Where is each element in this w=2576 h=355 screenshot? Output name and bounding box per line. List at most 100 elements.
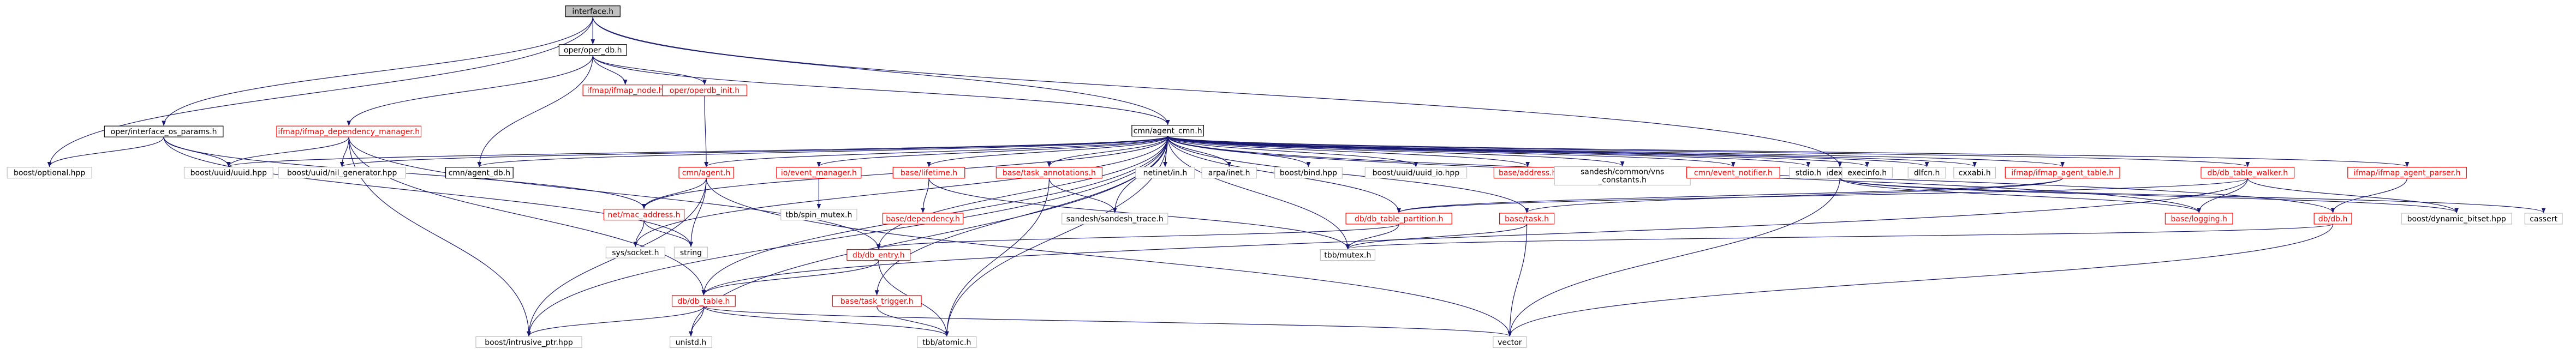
edge-agent_h-to-string: [689, 178, 707, 248]
node-tbb-spin-mutex-h: tbb/spin_mutex.h: [780, 208, 857, 221]
node-ifmap-agent-table-h[interactable]: ifmap/ifmap_agent_table.h: [2005, 167, 2120, 179]
node-net-mac-address-h[interactable]: net/mac_address.h: [603, 208, 685, 221]
node-label: base/task_trigger.h: [840, 297, 914, 306]
node-base-logging-h[interactable]: base/logging.h: [2164, 213, 2233, 225]
edge-agent_cmn_h-to-boost_uuid_uuid_io_hpp: [1167, 136, 1418, 167]
node-db-entry-h[interactable]: db/db_entry.h: [846, 249, 911, 261]
edges-layer: [47, 16, 2546, 337]
node-label: tbb/mutex.h: [1324, 251, 1371, 260]
node-db-table-partition-h[interactable]: db/db_table_partition.h: [1345, 213, 1452, 225]
node-box: [2164, 213, 2233, 225]
node-agent-db-h[interactable]: cmn/agent_db.h: [445, 167, 514, 179]
node-label: ifmap/ifmap_agent_parser.h: [2354, 169, 2461, 178]
edge-base_task_annotations_h-to-sandesh_trace_h: [1048, 178, 1117, 213]
edge-agent_cmn_h-to-base_task_annotations_h: [1047, 136, 1168, 167]
node-base-task-h[interactable]: base/task.h: [1499, 213, 1555, 225]
node-label: boost/uuid/nil_generator.hpp: [287, 169, 397, 178]
node-event-manager-h[interactable]: io/event_manager.h: [776, 167, 862, 179]
node-sandesh-vns-constants-h: sandesh/common/vns_constants.h: [1554, 166, 1691, 186]
node-base-task-annotations-h[interactable]: base/task_annotations.h: [995, 167, 1103, 179]
edge-agent_cmn_h-to-boost_uuid_uuid_hpp: [226, 136, 1168, 167]
node-cassert: cassert: [2524, 213, 2563, 225]
node-oper-db-h[interactable]: oper/oper_db.h: [558, 44, 627, 56]
edge-ifmap_agent_parser_h-to-db_db_h: [2330, 178, 2408, 213]
edge-db_entry_h-to-db_table_h: [701, 260, 879, 296]
edge-db_table_walker_h-to-db_table_partition_h: [1397, 178, 2248, 213]
node-boost-uuid-uuid-hpp: boost/uuid/uuid.hpp: [183, 167, 273, 179]
node-label: cassert: [2530, 215, 2557, 224]
node-ifmap-agent-parser-h[interactable]: ifmap/ifmap_agent_parser.h: [2347, 167, 2467, 179]
edge-agent_cmn_h-to-arpa_inet_h: [1167, 136, 1231, 167]
edge-agent_cmn_h-to-agent_db_h: [477, 136, 1168, 167]
node-box: [603, 208, 685, 221]
node-label: string: [680, 249, 702, 257]
node-box: [1493, 336, 1527, 348]
edge-oper_db_h-to-operdb_init_h: [592, 55, 707, 85]
edge-agent_cmn_h-to-base_address_h: [1167, 136, 1530, 167]
node-agent-h[interactable]: cmn/agent.h: [678, 167, 734, 179]
node-box: [670, 336, 712, 348]
node-label: ifmap/ifmap_agent_table.h: [2011, 169, 2114, 178]
node-arpa-inet-h: arpa/inet.h: [1201, 167, 1257, 179]
node-box: [1953, 167, 1996, 179]
node-tbb-mutex-h: tbb/mutex.h: [1320, 249, 1376, 261]
node-db-table-walker-h[interactable]: db/db_table_walker.h: [2201, 167, 2295, 179]
node-label: stdio.h: [1796, 169, 1821, 178]
edge-db_table_walker_h-to-base_logging_h: [2197, 178, 2248, 213]
node-label: db/db.h: [2318, 215, 2348, 224]
node-operdb-init-h[interactable]: oper/operdb_init.h: [661, 85, 748, 97]
node-ifmap-dependency-manager-h[interactable]: ifmap/ifmap_dependency_manager.h: [276, 125, 422, 137]
node-box: [2347, 167, 2467, 179]
edge-ifmap_agent_table_h-to-base_task_h: [1525, 178, 2063, 213]
edge-base_lifetime_h-to-base_dependency_h: [921, 178, 929, 213]
edge-db_db_h-to-vector: [1507, 224, 2334, 337]
edge-db_table_h-to-vector: [703, 306, 1512, 337]
node-box: [1907, 167, 1946, 179]
node-box: [1201, 167, 1257, 179]
edge-ifmap_dependency_manager_h-to-boost_uuid_nil_generator_hpp: [339, 137, 349, 167]
node-base-dependency-h[interactable]: base/dependency.h: [882, 213, 964, 225]
edge-oper_db_h-to-agent_db_h: [477, 55, 593, 167]
node-event-notifier-h[interactable]: cmn/event_notifier.h: [1686, 167, 1780, 179]
node-agent-cmn-h[interactable]: cmn/agent_cmn.h: [1131, 125, 1204, 137]
node-label: vector: [1498, 338, 1522, 347]
node-label: boost/uuid/uuid_io.hpp: [1373, 169, 1460, 178]
edge-agent_cmn_h-to-ifmap_agent_table_h: [1167, 136, 2065, 167]
edge-ifmap_dependency_manager_h-to-db_entry_h: [348, 137, 881, 250]
node-label: net/mac_address.h: [608, 211, 681, 220]
edge-agent_cmn_h-to-base_lifetime_h: [927, 136, 1168, 167]
node-label: boost/uuid/uuid.hpp: [190, 169, 267, 178]
edge-interface_h-to-boost_optional_hpp: [47, 16, 593, 167]
edge-interface_h-to-index_vector_h: [592, 16, 1842, 167]
node-base-task-trigger-h[interactable]: base/task_trigger.h: [832, 295, 922, 307]
node-label: base/address.h: [1499, 169, 1557, 178]
node-box: [846, 249, 911, 261]
node-label: boost/dynamic_bitset.hpp: [2407, 215, 2506, 224]
node-label: base/task_annotations.h: [1003, 169, 1096, 178]
node-db-db-h[interactable]: db/db.h: [2313, 213, 2352, 225]
node-label: db/db_table.h: [677, 297, 730, 306]
node-box: [2313, 213, 2352, 225]
edge-base_task_trigger_h-to-tbb_atomic_h: [876, 306, 949, 337]
edge-db_table_walker_h-to-db_table_h: [701, 178, 2248, 296]
node-box: [780, 208, 857, 221]
node-base-lifetime-h[interactable]: base/lifetime.h: [892, 167, 965, 179]
node-base-address-h[interactable]: base/address.h: [1493, 167, 1562, 179]
node-box: [995, 167, 1103, 179]
edge-ifmap_agent_table_h-to-db_table_partition_h: [1397, 178, 2063, 213]
node-box: [1686, 167, 1780, 179]
node-ifmap-node-h[interactable]: ifmap/ifmap_node.h: [582, 85, 668, 97]
node-boost-dynamic-bitset-hpp: boost/dynamic_bitset.hpp: [2401, 213, 2512, 225]
nodes-layer: interface.h oper/oper_db.h ifmap/ifmap_nod…: [7, 5, 2563, 348]
edge-operdb_init_h-to-agent_h: [704, 95, 708, 167]
node-box: [1789, 167, 1828, 179]
node-dlfcn-h: dlfcn.h: [1907, 167, 1946, 179]
edge-db_table_h-to-unistd_h: [689, 306, 704, 337]
node-box: [661, 85, 748, 97]
edge-index_vector_h-to-boost_dynamic_bitset_hpp: [1839, 178, 2459, 213]
edge-base_task_h-to-vector: [1507, 224, 1528, 337]
node-interface-os-params-h[interactable]: oper/interface_os_params.h: [104, 125, 224, 137]
node-label: base/dependency.h: [886, 215, 960, 224]
node-db-table-h[interactable]: db/db_table.h: [671, 295, 736, 307]
node-interface-h[interactable]: interface.h: [565, 5, 621, 17]
